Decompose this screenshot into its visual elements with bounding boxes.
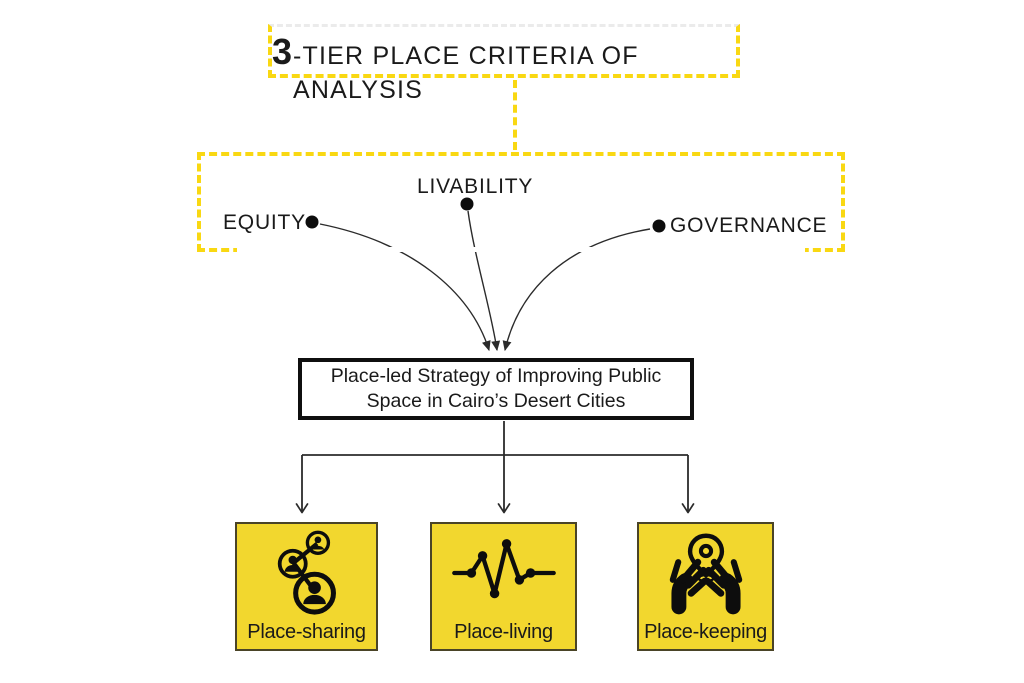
- strategy-box: Place-led Strategy of Improving Public S…: [298, 358, 694, 420]
- outcome-label-place-living: Place-living: [454, 621, 553, 643]
- criterion-equity: EQUITY: [223, 211, 306, 234]
- hands-location-pin-icon: [639, 524, 772, 621]
- pulse-line-icon: [432, 524, 575, 621]
- criterion-governance: GOVERNANCE: [670, 214, 828, 237]
- criterion-livability: LIVABILITY: [417, 175, 534, 198]
- criteria-box: [197, 152, 845, 252]
- strategy-label: Place-led Strategy of Improving Public S…: [330, 364, 662, 412]
- title-number: 3: [272, 31, 293, 72]
- outcome-tile-place-living: Place-living: [430, 522, 577, 651]
- title-dashed-connector: [513, 80, 517, 150]
- outcome-tile-place-keeping: Place-keeping: [637, 522, 774, 651]
- page-title: -TIER PLACE CRITERIA OF ANALYSIS: [293, 42, 639, 104]
- title-box: 3 -TIER PLACE CRITERIA OF ANALYSIS: [268, 24, 740, 104]
- criteria-box-bottom-gap: [237, 247, 805, 252]
- outcome-tile-place-sharing: Place-sharing: [235, 522, 378, 651]
- outcome-label-place-keeping: Place-keeping: [644, 621, 767, 643]
- people-network-icon: [237, 524, 376, 621]
- outcome-label-place-sharing: Place-sharing: [247, 621, 366, 643]
